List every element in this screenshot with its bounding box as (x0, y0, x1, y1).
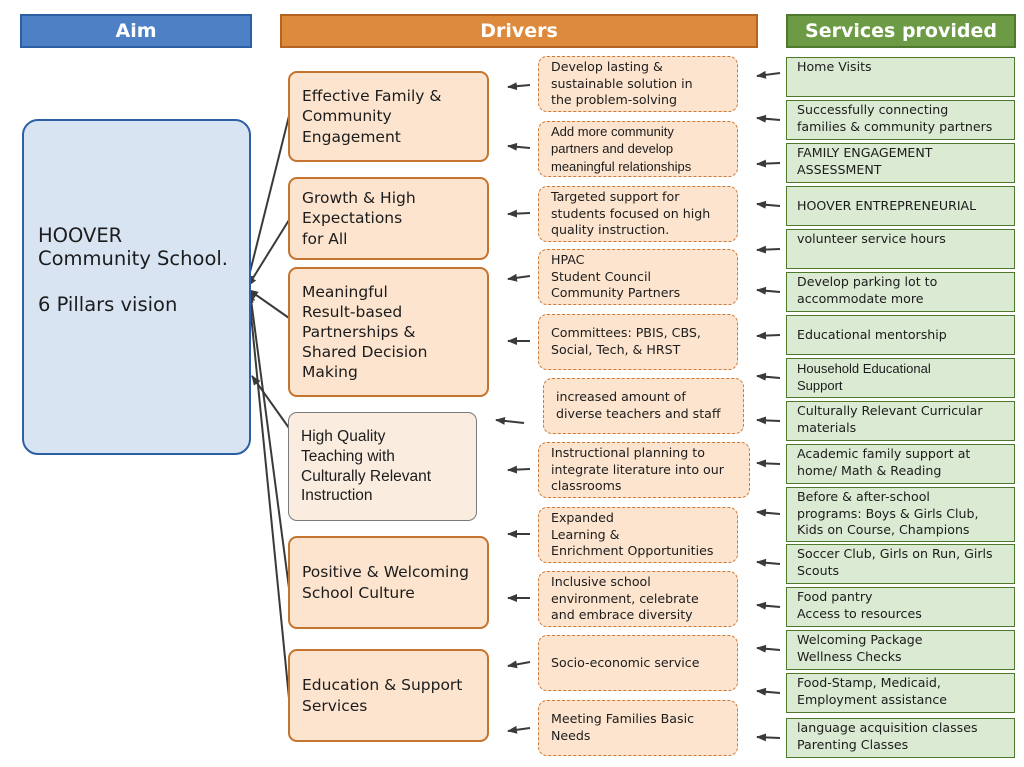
service-family-engagement-assessment: FAMILY ENGAGEMENT ASSESSMENT (786, 143, 1015, 183)
secondary-driver-committees: Committees: PBIS, CBS, Social, Tech, & H… (538, 314, 738, 370)
arrow-svc-8 (756, 372, 781, 381)
service-food-stamp-medicaid: Food-Stamp, Medicaid, Employment assista… (786, 673, 1015, 713)
arrow-driver-1-to-aim (245, 115, 290, 285)
arrow-svc-7 (756, 331, 781, 340)
arrow-driver-5-to-aim (247, 291, 290, 589)
secondary-driver-instructional-planning: Instructional planning to integrate lite… (538, 442, 750, 498)
arrow-sub-10 (507, 660, 531, 669)
arrow-svc-10 (756, 459, 781, 468)
service-language-parenting: language acquisition classes Parenting C… (786, 718, 1015, 758)
arrow-svc-3 (756, 159, 781, 168)
service-hoover-entrepreneurial: HOOVER ENTREPRENEURIAL (786, 186, 1015, 226)
aim-line-1: HOOVER (38, 224, 123, 247)
service-before-after-school: Before & after-school programs: Boys & G… (786, 487, 1015, 542)
service-culturally-relevant-materials: Culturally Relevant Curricular materials (786, 401, 1015, 441)
arrow-svc-15 (756, 687, 781, 696)
secondary-driver-sustainable-solution: Develop lasting & sustainable solution i… (538, 56, 738, 112)
secondary-driver-expanded-learning: Expanded Learning & Enrichment Opportuni… (538, 507, 738, 563)
arrow-driver-3-to-aim (248, 289, 290, 319)
secondary-driver-diverse-staff: increased amount of diverse teachers and… (543, 378, 744, 434)
arrow-svc-1 (756, 70, 781, 79)
driver-family-community-engagement: Effective Family & Community Engagement (288, 71, 489, 162)
arrow-sub-1 (507, 82, 531, 91)
drivers-header: Drivers (280, 14, 758, 48)
arrow-svc-4 (756, 200, 781, 209)
service-educational-mentorship: Educational mentorship (786, 315, 1015, 355)
service-academic-family-support: Academic family support at home/ Math & … (786, 444, 1015, 484)
secondary-driver-basic-needs: Meeting Families Basic Needs (538, 700, 738, 756)
arrow-svc-5 (756, 245, 781, 254)
driver-meaningful-partnerships: Meaningful Result-based Partnerships & S… (288, 267, 489, 397)
arrow-sub-6 (495, 416, 525, 425)
arrow-svc-11 (756, 508, 781, 517)
service-welcoming-package: Welcoming Package Wellness Checks (786, 630, 1015, 670)
service-home-visits: Home Visits (786, 57, 1015, 97)
arrow-sub-3 (507, 209, 531, 218)
arrow-svc-2 (756, 114, 781, 123)
service-household-educational-support: Household Educational Support (786, 358, 1015, 398)
service-soccer-club: Soccer Club, Girls on Run, Girls Scouts (786, 544, 1015, 584)
driver-positive-school-culture: Positive & Welcoming School Culture (288, 536, 489, 629)
aim-header: Aim (20, 14, 252, 48)
services-header: Services provided (786, 14, 1016, 48)
service-food-pantry: Food pantry Access to resources (786, 587, 1015, 627)
arrow-sub-2 (507, 142, 531, 151)
arrow-sub-7 (507, 465, 531, 474)
arrow-driver-6-to-aim (245, 293, 290, 699)
arrow-sub-4 (507, 273, 531, 282)
aim-box: HOOVER Community School. 6 Pillars visio… (22, 119, 251, 455)
arrow-driver-2-to-aim (247, 219, 290, 287)
arrow-svc-6 (756, 286, 781, 295)
secondary-driver-socio-economic: Socio-economic service (538, 635, 738, 691)
driver-growth-high-expectations: Growth & High Expectations for All (288, 177, 489, 260)
secondary-driver-community-partners: Add more community partners and develop … (538, 121, 738, 177)
arrow-svc-12 (756, 558, 781, 567)
driver-education-support-services: Education & Support Services (288, 649, 489, 742)
secondary-driver-targeted-support: Targeted support for students focused on… (538, 186, 738, 242)
aim-line-2: Community School. (38, 247, 228, 270)
service-parking-lot: Develop parking lot to accommodate more (786, 272, 1015, 312)
arrow-svc-14 (756, 644, 781, 653)
secondary-driver-inclusive-environment: Inclusive school environment, celebrate … (538, 571, 738, 627)
aim-line-3: 6 Pillars vision (38, 293, 178, 316)
arrow-svc-13 (756, 601, 781, 610)
arrow-svc-9 (756, 416, 781, 425)
service-connecting-families: Successfully connecting families & commu… (786, 100, 1015, 140)
arrow-svc-16 (756, 733, 781, 742)
secondary-driver-hpac-council: HPAC Student Council Community Partners (538, 249, 738, 305)
driver-high-quality-teaching: High Quality Teaching with Culturally Re… (288, 412, 477, 521)
arrow-sub-11 (507, 725, 531, 734)
service-volunteer-hours: volunteer service hours (786, 229, 1015, 269)
